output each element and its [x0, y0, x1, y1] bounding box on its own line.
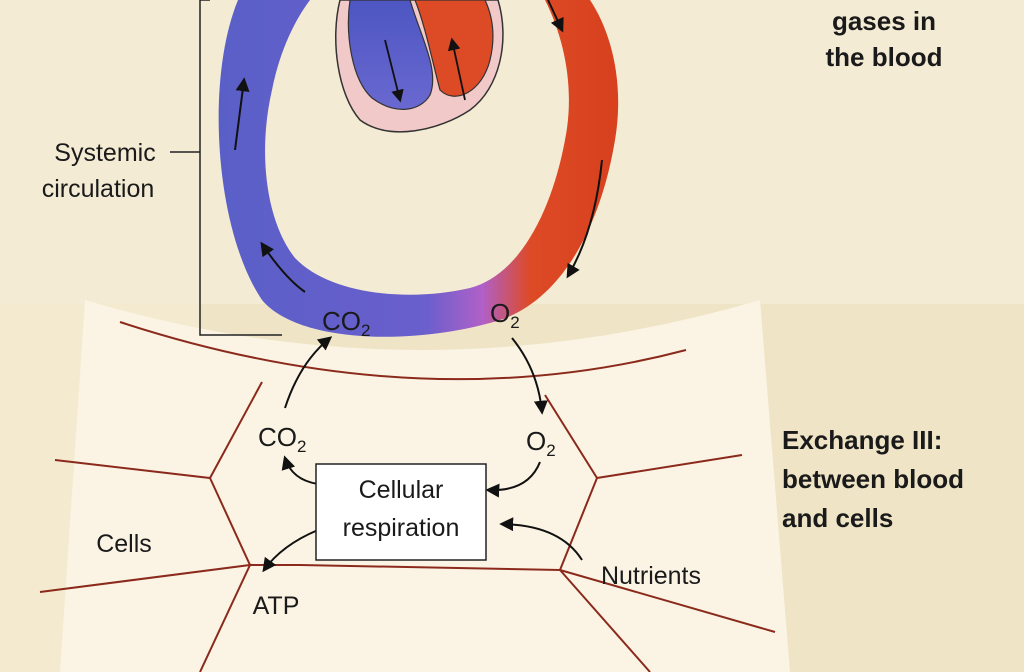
flow-arrow — [547, 0, 564, 33]
heart-right-side — [347, 0, 434, 110]
systemic-circulation-label-line1: Systemic — [54, 139, 155, 167]
gases-in-blood-label-line2: the blood — [826, 42, 943, 72]
exchange-label-line2: between blood — [782, 464, 964, 494]
exchange-label-line1: Exchange III: — [782, 425, 942, 455]
flow-arrow — [447, 37, 466, 101]
cellular-respiration-label-line2: respiration — [343, 514, 460, 542]
cellular-respiration-box — [315, 463, 487, 561]
o2-cells-label: O2 — [526, 426, 556, 460]
flow-arrow — [566, 159, 603, 279]
o2-blood-text: O — [490, 298, 510, 328]
atp-out-of-respiration-arrow — [262, 529, 319, 573]
flow-arrow — [384, 39, 404, 103]
systemic-bracket — [170, 0, 282, 336]
co2-cells-label: CO2 — [258, 422, 306, 456]
o2-blood-label: O2 — [490, 298, 520, 332]
cell-row-upper — [54, 381, 743, 572]
cellular-respiration-label-line1: Cellular — [359, 476, 444, 504]
flow-arrow — [234, 77, 250, 151]
co2-blood-label: CO2 — [322, 306, 370, 340]
gases-in-blood-label-line1: gases in — [832, 6, 936, 36]
o2-to-cells-arrow — [511, 337, 548, 415]
co2-blood-text: CO — [322, 306, 361, 336]
blood-vessel-wall — [119, 321, 687, 381]
o2-cells-text: O — [526, 426, 546, 456]
nutrients-into-respiration-arrow — [499, 517, 583, 561]
systemic-circulation-label-line2: circulation — [42, 175, 155, 203]
co2-blood-subscript: 2 — [361, 321, 370, 340]
systemic-circulation-loop — [218, 0, 619, 337]
co2-out-of-respiration-arrow — [281, 455, 319, 485]
co2-cells-subscript: 2 — [297, 437, 306, 456]
co2-to-blood-arrow — [284, 336, 333, 409]
nutrients-label: Nutrients — [601, 562, 701, 590]
cell-row-lower — [39, 563, 776, 672]
exchange-label-line3: and cells — [782, 503, 893, 533]
co2-cells-text: CO — [258, 422, 297, 452]
o2-into-respiration-arrow — [485, 461, 541, 498]
flow-arrow — [260, 241, 306, 293]
o2-cells-subscript: 2 — [546, 441, 555, 460]
o2-blood-subscript: 2 — [510, 313, 519, 332]
cells-label: Cells — [96, 530, 152, 558]
blood-vessel-loop — [218, 0, 619, 337]
atp-label: ATP — [253, 592, 300, 620]
